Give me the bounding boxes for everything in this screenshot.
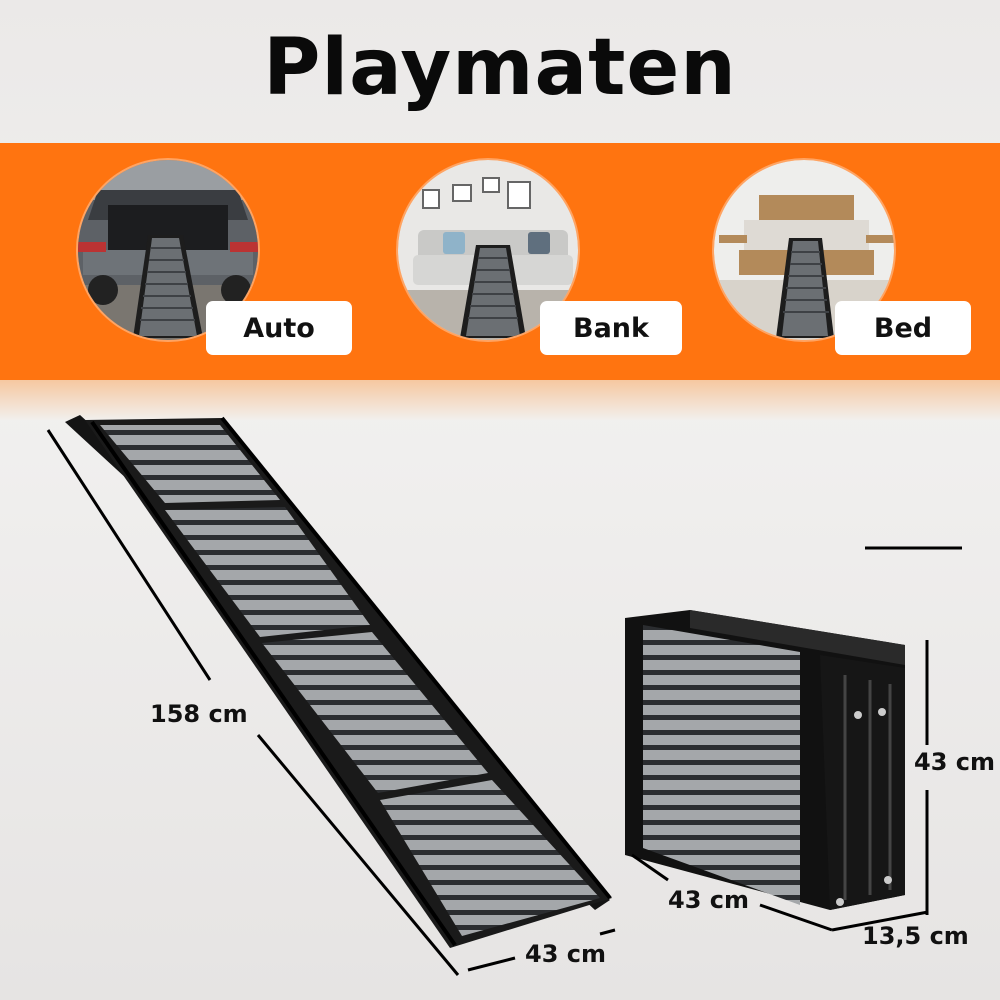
band-fade xyxy=(0,380,1000,420)
use-label-bed: Bed xyxy=(835,301,971,355)
car-trunk-ramp-icon xyxy=(78,160,258,340)
use-label-bank: Bank xyxy=(540,301,682,355)
page-title: Playmaten xyxy=(263,23,737,113)
dimension-lines xyxy=(46,429,962,976)
dim-unfolded-width: 43 cm xyxy=(525,940,606,968)
dim-folded-height: 43 cm xyxy=(914,748,995,776)
product-dimensions-drawing xyxy=(46,415,962,976)
sofa-ramp-icon xyxy=(398,160,578,340)
unfolded-ramp xyxy=(65,415,612,948)
folded-ramp xyxy=(625,610,905,910)
use-label-auto: Auto xyxy=(206,301,352,355)
dim-unfolded-length: 158 cm xyxy=(150,700,248,728)
dim-folded-depth: 13,5 cm xyxy=(862,922,969,950)
dim-folded-width: 43 cm xyxy=(668,886,749,914)
